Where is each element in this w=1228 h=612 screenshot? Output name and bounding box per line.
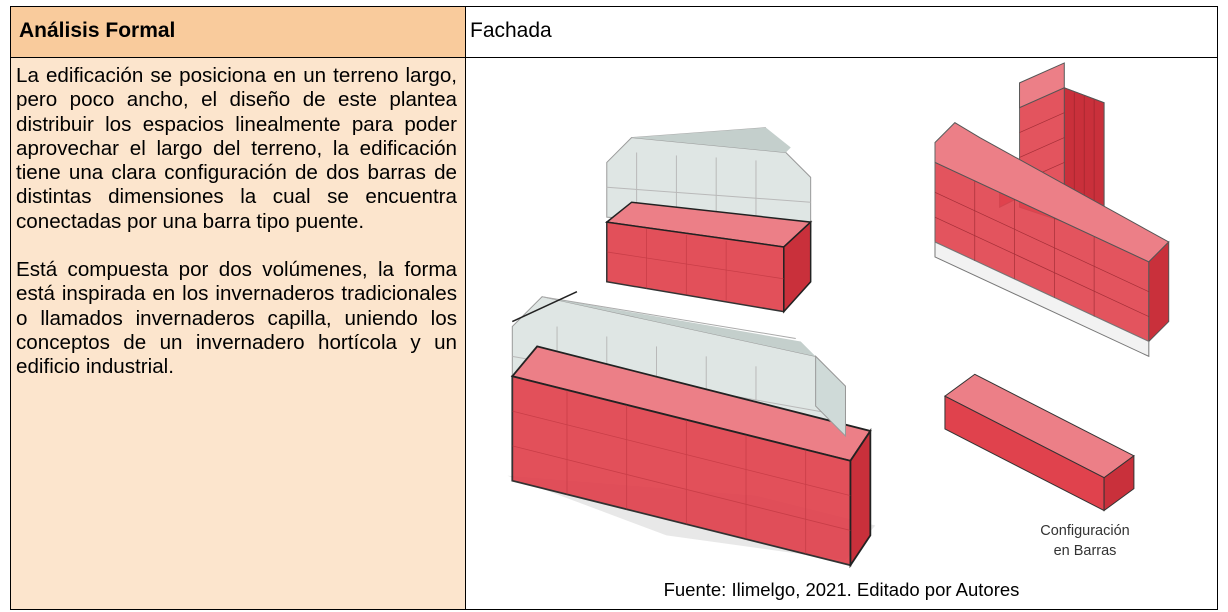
main-building-drawing xyxy=(507,127,876,569)
description-cell: La edificación se posiciona en un terren… xyxy=(10,57,466,610)
building-illustration xyxy=(507,62,1170,569)
header-right-cell: Fachada xyxy=(465,6,1218,58)
header-title-fachada: Fachada xyxy=(470,19,552,42)
bar-configuration-diagram xyxy=(943,373,1135,512)
description-paragraph-2: Está compuesta por dos volúmenes, la for… xyxy=(16,258,457,379)
description-paragraph-1: La edificación se posiciona en un terren… xyxy=(16,64,457,233)
header-title-analisis: Análisis Formal xyxy=(19,19,176,42)
configuration-label-line1: Configuración xyxy=(1040,523,1130,539)
figure-cell: Configuración en Barras Fuente: Ilimelgo… xyxy=(465,57,1218,610)
configuration-label: Configuración en Barras xyxy=(1010,521,1160,561)
configuration-label-line2: en Barras xyxy=(1053,543,1117,559)
axonometric-building-drawing xyxy=(934,62,1170,358)
figure-source-caption: Fuente: Ilimelgo, 2021. Editado por Auto… xyxy=(663,579,1020,600)
analysis-table: Análisis Formal Fachada La edificación s… xyxy=(10,6,1218,610)
header-left-cell: Análisis Formal xyxy=(10,6,466,58)
